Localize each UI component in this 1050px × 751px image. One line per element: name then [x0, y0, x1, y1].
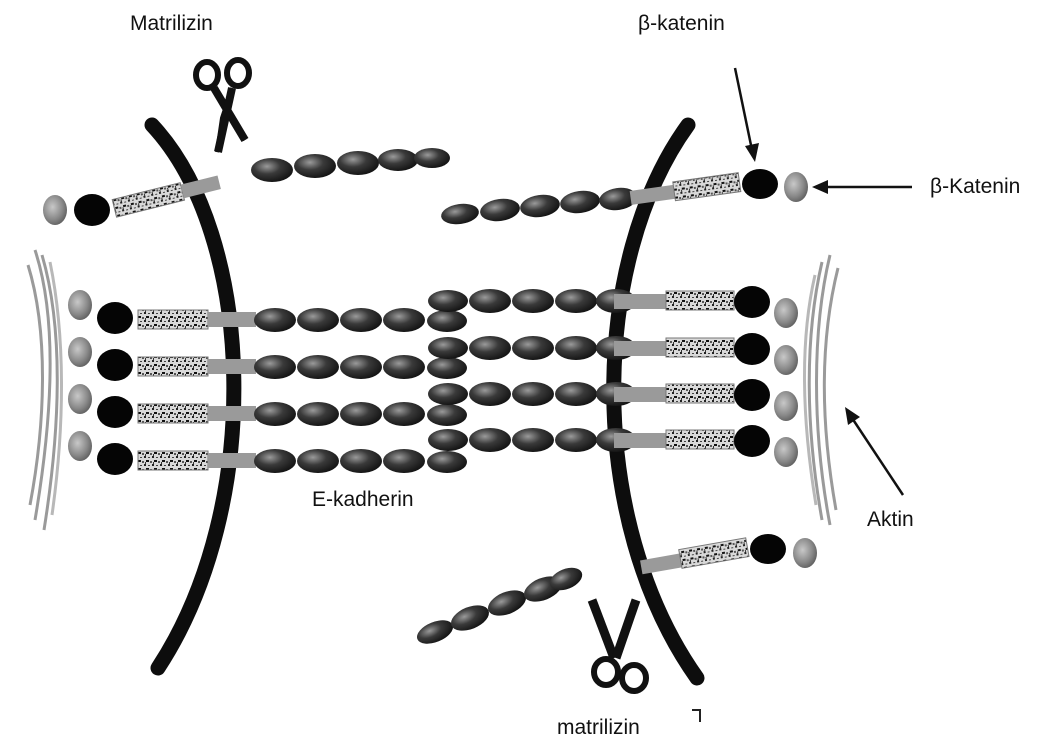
left-cadherin-row-1 — [68, 290, 467, 334]
right-cleaved-cadherin-stub — [639, 534, 817, 575]
left-released-ectodomain — [251, 148, 450, 182]
right-cadherin-top — [440, 169, 808, 227]
arrow-aktin — [845, 407, 903, 495]
arrow-beta-katenin-right — [812, 180, 912, 194]
label-beta-katenin-top: β-katenin — [638, 12, 725, 36]
actin-filaments-left — [28, 250, 62, 530]
label-beta-katenin-right: β-Katenin — [930, 175, 1020, 199]
arrow-beta-katenin-top — [735, 68, 759, 162]
left-cadherin-row-4 — [68, 431, 467, 475]
scissors-icon-bottom — [592, 600, 646, 691]
scissors-icon-top — [196, 60, 249, 152]
left-cadherin-row-2 — [68, 337, 467, 381]
actin-filaments-right — [805, 255, 838, 525]
left-membrane — [152, 125, 234, 668]
label-aktin: Aktin — [867, 508, 914, 532]
right-released-ectodomain — [414, 563, 586, 648]
label-matrilizin-bottom: matrilizin — [557, 716, 640, 740]
label-e-kadherin: E-kadherin — [312, 488, 414, 512]
left-cadherin-row-3 — [68, 384, 467, 428]
label-matrilizin-top: Matrilizin — [130, 12, 213, 36]
corner-mark — [692, 710, 700, 722]
